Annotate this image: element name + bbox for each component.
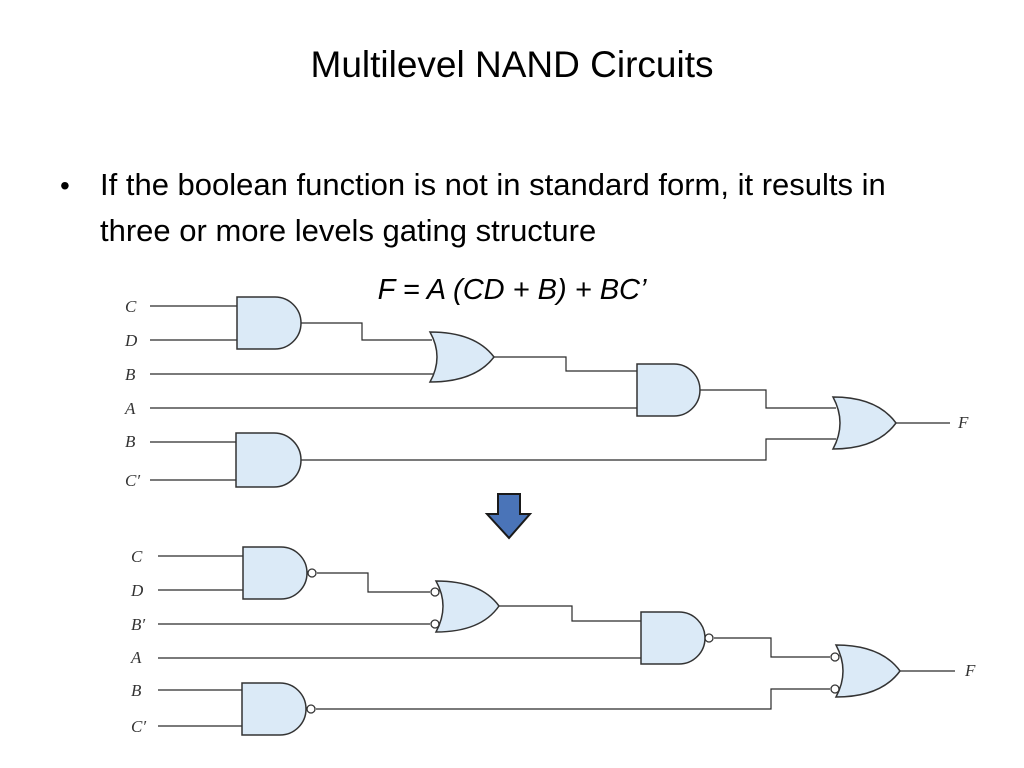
and-or-circuit: C D B A B C′ F xyxy=(124,296,969,490)
inversion-bubble xyxy=(704,633,714,643)
input-label-b: B xyxy=(125,365,136,384)
bullet-text: If the boolean function is not in standa… xyxy=(100,167,886,248)
wires-top xyxy=(150,305,950,481)
slide-title: Multilevel NAND Circuits xyxy=(310,44,714,85)
input-label-b2: B xyxy=(125,432,136,451)
inversion-bubble xyxy=(307,568,317,578)
input-label-c-bottom: C xyxy=(131,547,143,566)
input-label-c: C xyxy=(125,297,137,316)
input-label-a: A xyxy=(124,399,136,418)
inversion-bubble xyxy=(830,684,840,694)
down-arrow-icon xyxy=(484,493,533,540)
inversion-bubble xyxy=(830,652,840,662)
inversion-bubble xyxy=(430,587,440,597)
nand-circuit: C D B′ A B C′ xyxy=(130,546,976,736)
or-gate-output xyxy=(831,396,897,450)
input-label-d-bottom: D xyxy=(130,581,144,600)
input-label-d: D xyxy=(124,331,138,350)
nand-gate-bc xyxy=(241,682,307,736)
output-label-f-bottom: F xyxy=(964,661,976,680)
and-gate-cd xyxy=(236,296,302,350)
nand-gate-a xyxy=(640,611,706,665)
inversion-bubble xyxy=(306,704,316,714)
input-label-c-prime-bottom: C′ xyxy=(131,717,146,736)
nand-gate-cd xyxy=(242,546,308,600)
input-label-b-prime-bottom: B′ xyxy=(131,615,145,634)
boolean-formula: F = A (CD + B) + BC’ xyxy=(377,274,647,306)
output-label-f: F xyxy=(957,413,969,432)
inversion-bubble xyxy=(430,619,440,629)
and-gate-bc xyxy=(235,432,302,488)
or-gate-cd-b xyxy=(428,331,495,383)
input-label-c-prime: C′ xyxy=(125,471,140,490)
input-label-a-bottom: A xyxy=(130,648,142,667)
or-gate-output-inverted-inputs xyxy=(834,644,901,698)
or-gate-inverted-inputs xyxy=(434,580,500,633)
and-gate-a xyxy=(636,363,701,417)
bullet-icon: • xyxy=(60,170,70,201)
input-label-b-bottom: B xyxy=(131,681,142,700)
wires-bottom xyxy=(158,555,955,727)
